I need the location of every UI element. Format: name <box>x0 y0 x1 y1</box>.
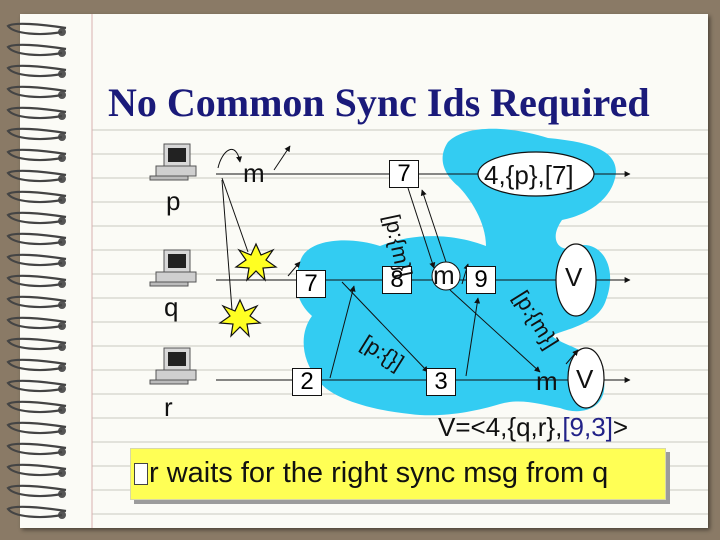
spiral-ring <box>6 337 67 351</box>
process-label-r: r <box>164 392 173 422</box>
computer-icon <box>149 249 197 287</box>
seq-box-q-7: 7 <box>296 270 326 298</box>
message-m-p: m <box>243 158 265 188</box>
bullet-box-icon <box>134 463 148 485</box>
spiral-ring <box>6 148 67 162</box>
spiral-ring <box>6 484 67 498</box>
spiral-ring <box>6 43 67 57</box>
spiral-ring <box>6 358 67 372</box>
spiral-ring <box>6 274 67 288</box>
p-to-q-crash <box>221 177 249 253</box>
spiral-ring <box>6 85 67 99</box>
seq-box-r-3: 3 <box>426 368 456 396</box>
spiral-ring <box>6 400 67 414</box>
r-to-q-sync <box>329 285 356 379</box>
process-label-q: q <box>164 292 179 322</box>
spiral-binding-icon <box>6 22 67 519</box>
message-m-q: m <box>433 260 455 290</box>
spiral-ring <box>6 442 67 456</box>
view-definition-ids: [9,3] <box>562 412 613 442</box>
seq-box-r-2: 2 <box>292 368 322 396</box>
spiral-ring <box>6 232 67 246</box>
note-text: r waits for the right sync msg from q <box>149 457 609 489</box>
message-m-r: m <box>536 366 558 396</box>
spiral-ring <box>6 421 67 435</box>
explosion-icon <box>234 242 278 282</box>
seq-box-q-8: 8 <box>382 266 412 294</box>
q-out-arrow <box>287 261 301 277</box>
computer-icon <box>149 347 197 385</box>
spiral-ring <box>6 190 67 204</box>
view-definition-prefix: V=<4,{q,r}, <box>438 412 563 442</box>
p-send-arrow <box>217 148 242 169</box>
q-to-p-sync <box>420 189 449 269</box>
spiral-ring <box>6 127 67 141</box>
spiral-ring <box>6 253 67 267</box>
view-definition: V=<4,{q,r},[9,3]> <box>438 412 628 443</box>
note-box: r waits for the right sync msg from q <box>130 448 666 500</box>
q-view-label: V <box>565 262 583 292</box>
p-to-q-crash-2 <box>221 179 233 311</box>
m-out-arrow <box>273 145 291 171</box>
spiral-ring <box>6 295 67 309</box>
q-view-oval <box>555 243 597 317</box>
explosion-icon <box>218 298 262 338</box>
p-to-q-sync <box>407 187 436 269</box>
r-to-q-9 <box>465 297 481 377</box>
view-definition-suffix: > <box>612 412 629 442</box>
spiral-ring <box>6 463 67 477</box>
slide-title: No Common Sync Ids Required <box>108 79 650 125</box>
p-view-oval <box>477 151 595 197</box>
seq-box-p-7: 7 <box>389 160 419 188</box>
q-to-r-m <box>449 289 541 373</box>
spiral-ring <box>6 505 67 519</box>
r-view-arrow <box>565 349 579 365</box>
spiral-ring <box>6 211 67 225</box>
spiral-ring <box>6 379 67 393</box>
process-label-p: p <box>166 186 181 216</box>
p-view-label: 4,{p},[7] <box>484 160 574 190</box>
r-view-label: V <box>576 364 594 394</box>
spiral-ring <box>6 64 67 78</box>
spiral-ring <box>6 106 67 120</box>
spiral-ring <box>6 169 67 183</box>
r-view-oval <box>567 347 605 409</box>
seq-box-q-9: 9 <box>466 266 496 294</box>
spiral-ring <box>6 22 67 36</box>
spiral-ring <box>6 316 67 330</box>
q-message-circle <box>431 261 461 291</box>
q-to-r-sync <box>341 281 429 373</box>
computer-icon <box>149 143 197 181</box>
